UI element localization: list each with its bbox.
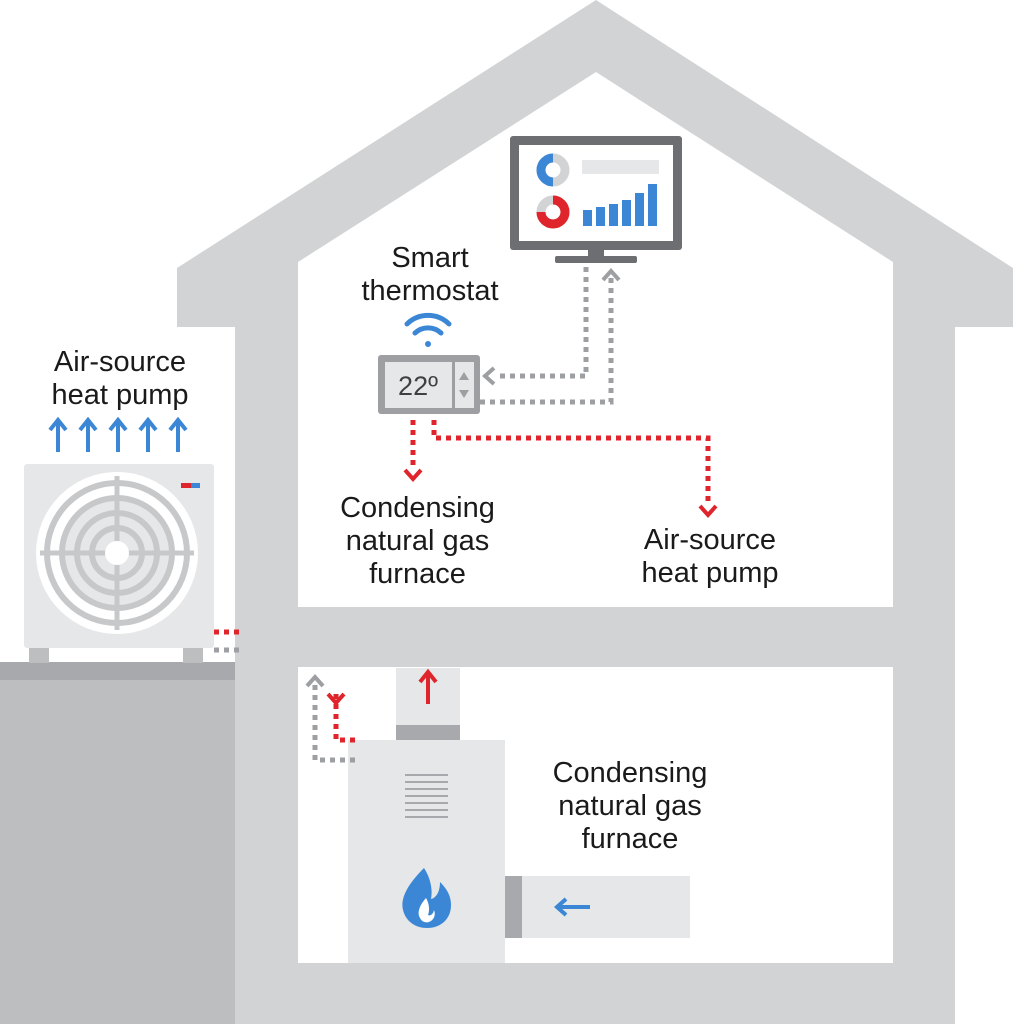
- thermostat-monitor-line-2: [480, 276, 614, 405]
- arrow-up-icon: [601, 267, 621, 282]
- furnace-data-line: [312, 684, 355, 763]
- thermostat-monitor-line-1: [500, 265, 589, 379]
- arrow-left-icon: [481, 366, 496, 386]
- flame-icon: [402, 868, 451, 928]
- wifi-icon: [404, 312, 452, 347]
- control-line-to-heat-pump: [431, 420, 711, 506]
- smart-thermostat-device: 22º: [378, 355, 480, 414]
- thermostat-display: 22º: [398, 371, 438, 401]
- arrow-up-icon: [305, 673, 325, 688]
- fan-icon: [36, 472, 198, 634]
- outdoor-heat-pump: [24, 464, 214, 663]
- upper-room: [298, 72, 893, 607]
- furnace-target-label: Condensing natural gas furnace: [340, 492, 495, 590]
- arrow-up-icon: [78, 416, 98, 452]
- ground-deck: [0, 662, 240, 1024]
- arrow-down-icon: [698, 504, 718, 519]
- basement-furnace-label: Condensing natural gas furnace: [552, 757, 708, 855]
- arrow-up-icon: [108, 416, 128, 452]
- smart-thermostat-label: Smart thermostat: [361, 242, 499, 307]
- arrow-up-icon: [418, 668, 438, 704]
- arrow-down-icon: [403, 468, 423, 483]
- monitor-icon: [510, 136, 682, 263]
- arrow-up-icon: [168, 416, 188, 452]
- heat-pump-target-label: Air-source heat pump: [641, 524, 779, 589]
- arrow-left-icon: [553, 897, 590, 917]
- ground-deck-top: [0, 662, 240, 680]
- arrow-up-icon: [138, 416, 158, 452]
- arrow-up-icon: [48, 416, 68, 452]
- heat-exhaust-arrows: [48, 416, 188, 452]
- outdoor-heat-pump-label: Air-source heat pump: [51, 346, 189, 411]
- arrow-down-icon: [326, 692, 346, 707]
